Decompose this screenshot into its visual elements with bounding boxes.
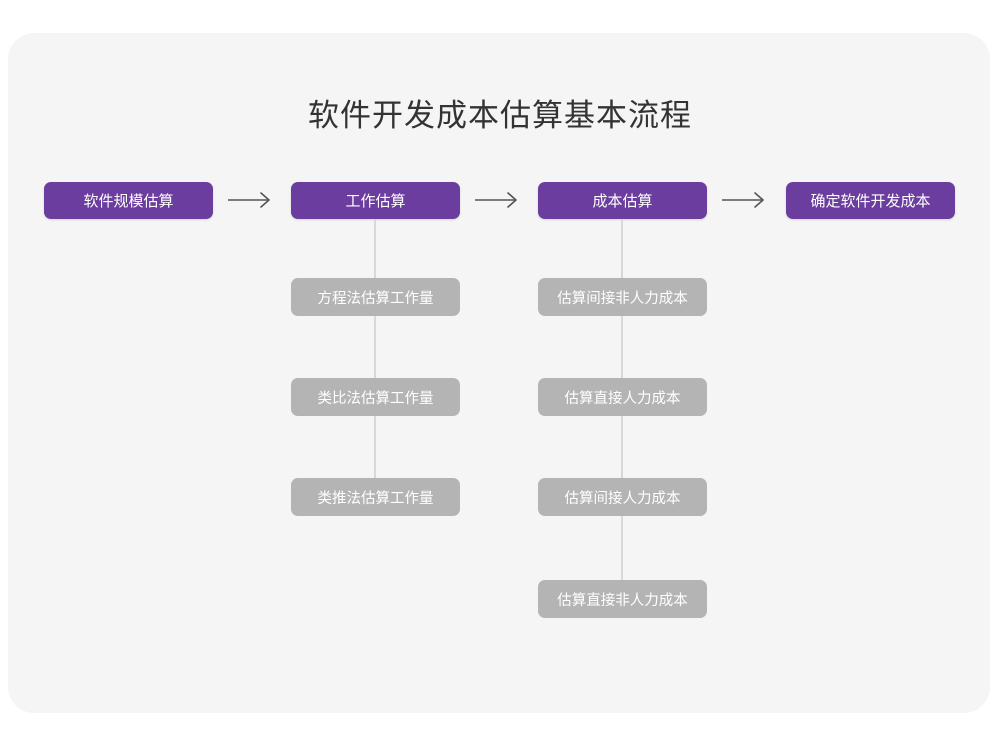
connector-branch-a-3 (374, 416, 376, 478)
connector-branch-b-3 (621, 416, 623, 478)
sub-node-a-2[interactable]: 类比法估算工作量 (291, 378, 460, 416)
page-title: 软件开发成本估算基本流程 (308, 98, 692, 133)
connector-branch-a-2 (374, 316, 376, 378)
arrow-1-icon (228, 190, 276, 212)
flow-node-determine-development-cost[interactable]: 确定软件开发成本 (786, 182, 955, 219)
connector-branch-b-1 (621, 219, 623, 278)
flow-node-cost-estimation[interactable]: 成本估算 (538, 182, 707, 219)
arrow-2-icon (475, 190, 523, 212)
connector-branch-a-1 (374, 219, 376, 278)
sub-node-b-3[interactable]: 估算间接人力成本 (538, 478, 707, 516)
connector-branch-b-2 (621, 316, 623, 378)
sub-node-a-1[interactable]: 方程法估算工作量 (291, 278, 460, 316)
sub-node-b-1[interactable]: 估算间接非人力成本 (538, 278, 707, 316)
flow-node-software-scale-estimation[interactable]: 软件规模估算 (44, 182, 213, 219)
arrow-3-icon (722, 190, 770, 212)
connector-branch-b-4 (621, 516, 623, 580)
content-card (8, 33, 990, 713)
flow-node-work-estimation[interactable]: 工作估算 (291, 182, 460, 219)
sub-node-b-4[interactable]: 估算直接非人力成本 (538, 580, 707, 618)
sub-node-b-2[interactable]: 估算直接人力成本 (538, 378, 707, 416)
sub-node-a-3[interactable]: 类推法估算工作量 (291, 478, 460, 516)
